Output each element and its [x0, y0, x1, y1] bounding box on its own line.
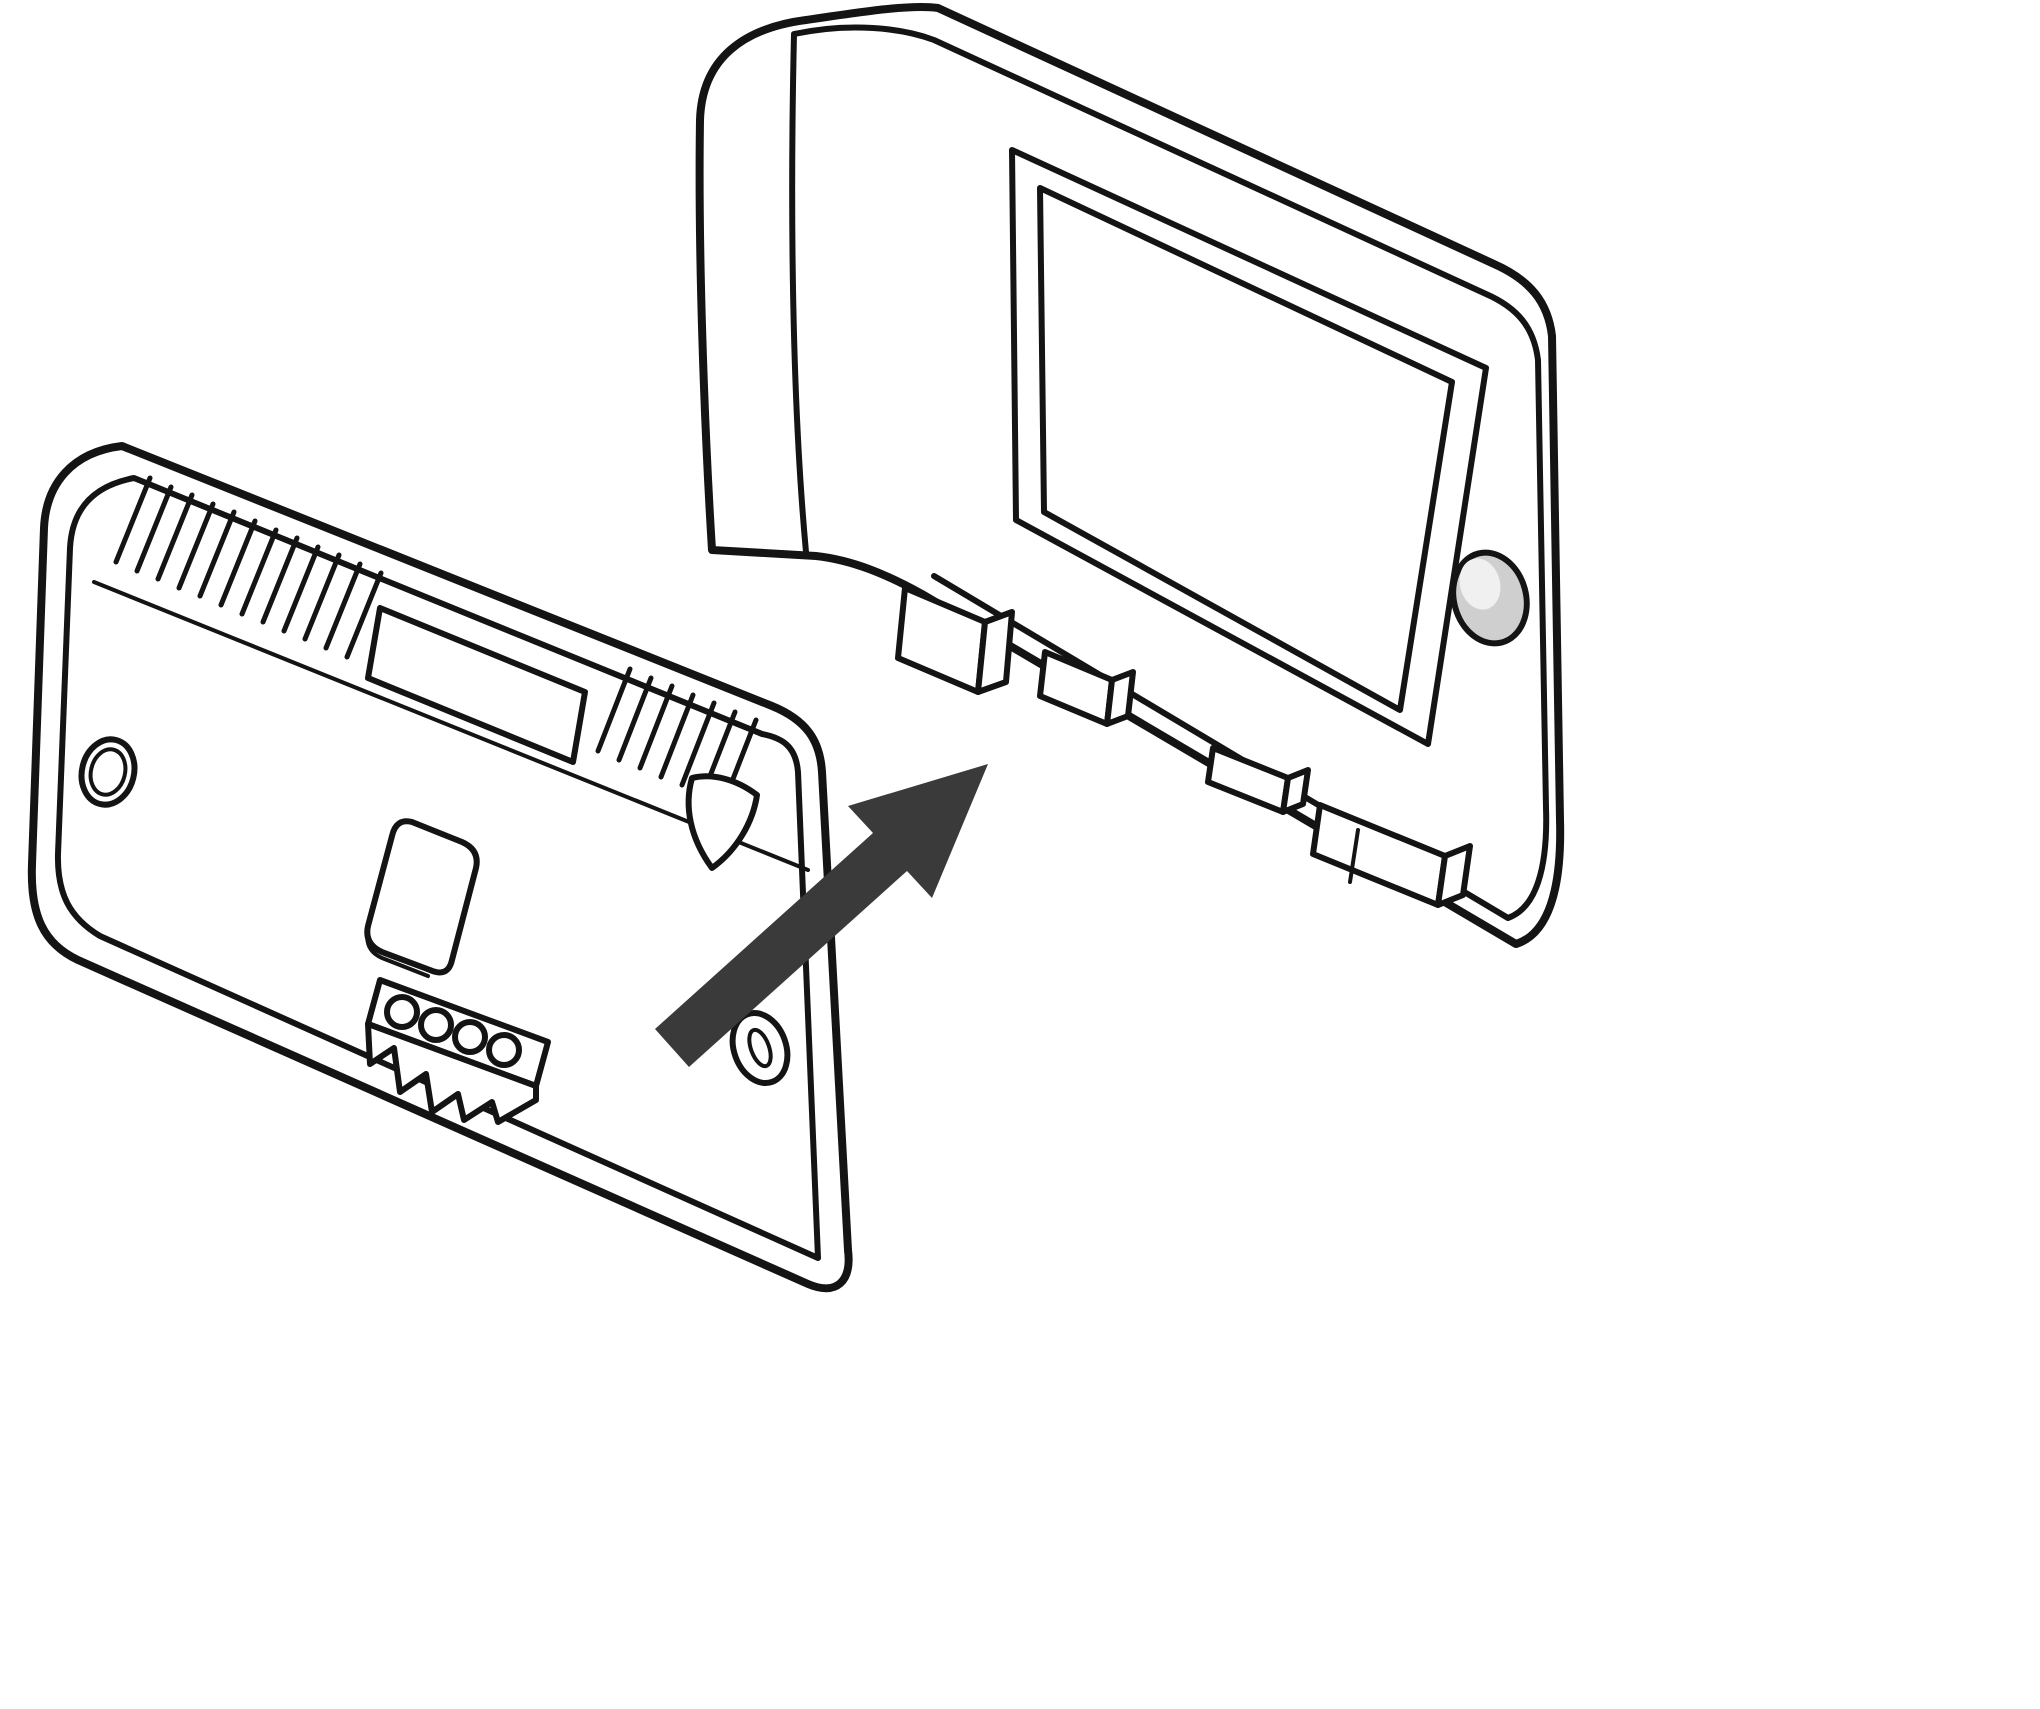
display-screen [1037, 185, 1455, 713]
recessed-window [365, 605, 588, 765]
terminal-screw [418, 1007, 454, 1043]
side-button-highlight [1459, 558, 1501, 610]
connector-tab-side [1104, 669, 1136, 727]
connector-tab-side [1435, 843, 1473, 908]
connector-tab [895, 585, 1015, 695]
mounting-hole-inner [88, 747, 128, 797]
vent-slots-left [113, 475, 384, 660]
connector-tab [1037, 649, 1136, 727]
mounting-hole [78, 736, 138, 808]
connector-tabs [895, 585, 1473, 908]
terminal-screw [384, 994, 420, 1030]
side-button [1450, 549, 1530, 647]
connector-tab-side [1280, 767, 1311, 815]
terminal-screw [486, 1032, 522, 1068]
cable-knockout-shadow [365, 928, 430, 978]
connector-tab [1205, 745, 1311, 815]
assembly-direction-arrow [655, 764, 988, 1067]
keyhole-slot [729, 1010, 791, 1086]
backplate [27, 442, 853, 1293]
retaining-clip [685, 773, 760, 871]
cable-knockout [364, 818, 480, 976]
terminal-screw [452, 1019, 488, 1055]
connector-tab-side [975, 609, 1015, 695]
front-unit [695, 2, 1565, 948]
backplate-inner-rim [54, 475, 821, 1261]
connector-tab [1310, 802, 1473, 908]
keyhole-inner [747, 1027, 773, 1069]
vent-slots-right [595, 666, 759, 805]
terminal-block [365, 977, 551, 1125]
connector-tab-notch [1348, 828, 1360, 884]
terminal-block-front [365, 1021, 539, 1125]
front-unit-inner-rim [789, 24, 1550, 921]
